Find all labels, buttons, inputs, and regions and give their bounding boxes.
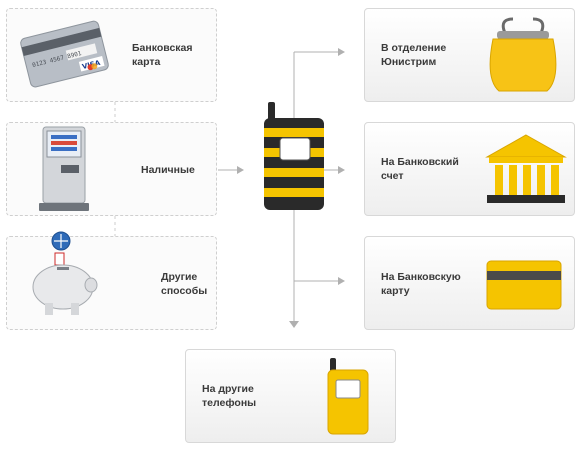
bank-card-icon [486, 260, 562, 310]
dest-bank-account[interactable]: На Банковский счет [364, 122, 575, 216]
dest-unistream-office[interactable]: В отделение Юнистрим [364, 8, 575, 102]
yellow-phone-icon [327, 358, 369, 435]
purse-icon [489, 17, 557, 92]
source-bank-card[interactable]: 0123 4567 8901 VISA Банковская карта [6, 8, 217, 102]
credit-card-icon: 0123 4567 8901 VISA [20, 20, 109, 88]
source-other-label: Другие способы [161, 271, 208, 297]
payment-terminal-icon [39, 126, 89, 211]
arrow-to-phones [289, 321, 299, 328]
bank-building-icon [485, 134, 567, 203]
source-cash-label: Наличные [141, 164, 195, 176]
piggy-bank-icon [32, 231, 98, 315]
striped-phone-icon [264, 102, 324, 210]
source-cash[interactable]: Наличные [6, 122, 217, 216]
dest-other-phones-label: На другие телефоны [202, 383, 257, 409]
source-bank-card-label: Банковская карта [132, 42, 193, 68]
dest-bank-card[interactable]: На Банковскую карту [364, 236, 575, 330]
dest-unistream-label: В отделение Юнистрим [381, 42, 447, 68]
dest-other-phones[interactable]: На другие телефоны [185, 349, 396, 443]
dest-bank-account-label: На Банковский счет [381, 156, 459, 182]
source-other[interactable]: Другие способы [6, 231, 217, 330]
dest-bank-card-label: На Банковскую карту [381, 271, 461, 297]
